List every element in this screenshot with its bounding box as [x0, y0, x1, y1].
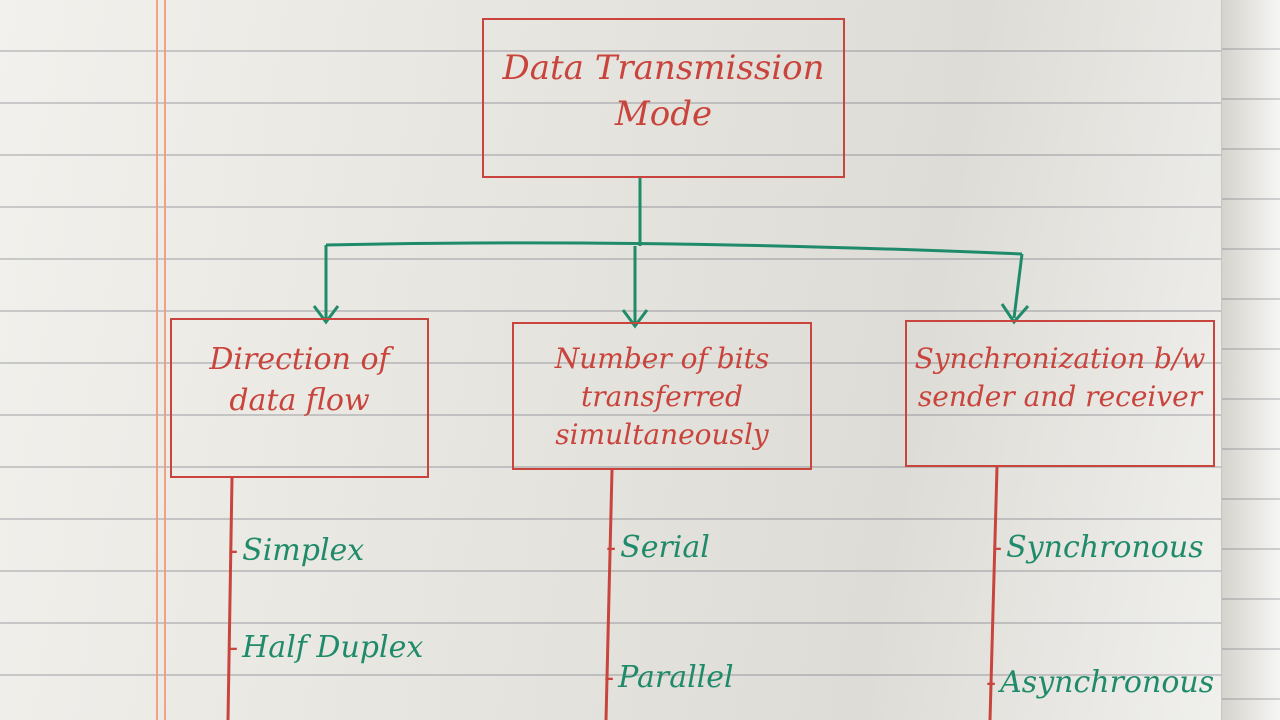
sub-item-label: Half Duplex: [242, 630, 424, 665]
category-label: simultaneously: [555, 417, 769, 451]
root-title-line1: Data Transmission: [502, 48, 825, 88]
sub-item-synchronous: -Synchronous: [992, 530, 1204, 565]
category-box-bits: Number of bits transferred simultaneousl…: [512, 322, 812, 470]
sub-item-asynchronous: -Asynchronous: [986, 665, 1215, 700]
sub-item-half-duplex: -Half Duplex: [228, 630, 424, 665]
trunk-bits: [604, 469, 614, 720]
category-label: Synchronization b/w: [914, 342, 1206, 375]
category-box-sync: Synchronization b/w sender and receiver: [905, 320, 1215, 467]
sub-item-label: Parallel: [618, 660, 734, 695]
category-label: Direction of: [209, 342, 390, 377]
category-box-direction: Direction of data flow: [170, 318, 429, 478]
root-title-line2: Mode: [614, 93, 713, 134]
arrow-bits: [621, 246, 649, 329]
margin-line: [164, 0, 166, 720]
trunk-direction: [226, 477, 234, 720]
category-label: transferred: [581, 379, 743, 413]
sub-item-label: Synchronous: [1006, 530, 1204, 565]
category-label: sender and receiver: [917, 379, 1203, 413]
sub-item-label: Asynchronous: [1000, 665, 1215, 700]
margin-line: [156, 0, 158, 720]
sub-item-label: Simplex: [242, 533, 365, 568]
sub-item-simplex: -Simplex: [228, 533, 365, 568]
trunk-sync: [988, 466, 999, 720]
branch-bus: [325, 241, 1023, 256]
sub-item-parallel: -Parallel: [604, 660, 734, 695]
category-label: data flow: [229, 382, 370, 418]
arrow-direction: [312, 245, 340, 325]
sub-item-serial: -Serial: [606, 530, 710, 565]
sub-item-label: Serial: [620, 530, 710, 565]
arrow-sync: [1000, 253, 1030, 325]
category-label: Number of bits: [554, 342, 770, 375]
next-page-edge: [1221, 0, 1280, 720]
root-box: Data Transmission Mode: [482, 18, 845, 178]
